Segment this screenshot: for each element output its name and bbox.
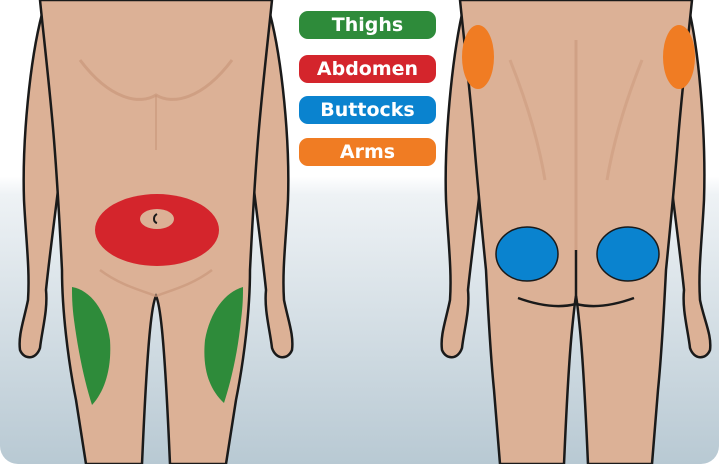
buttock-site-right <box>597 227 659 281</box>
navel-skin <box>140 209 174 229</box>
abdomen-site <box>95 194 219 266</box>
legend-buttocks: Buttocks <box>299 96 436 124</box>
legend-arms: Arms <box>299 138 436 166</box>
buttock-site-left <box>496 227 558 281</box>
arm-site-right <box>663 25 695 89</box>
arm-site-left <box>462 25 494 89</box>
legend-thighs: Thighs <box>299 11 436 39</box>
legend-abdomen: Abdomen <box>299 55 436 83</box>
